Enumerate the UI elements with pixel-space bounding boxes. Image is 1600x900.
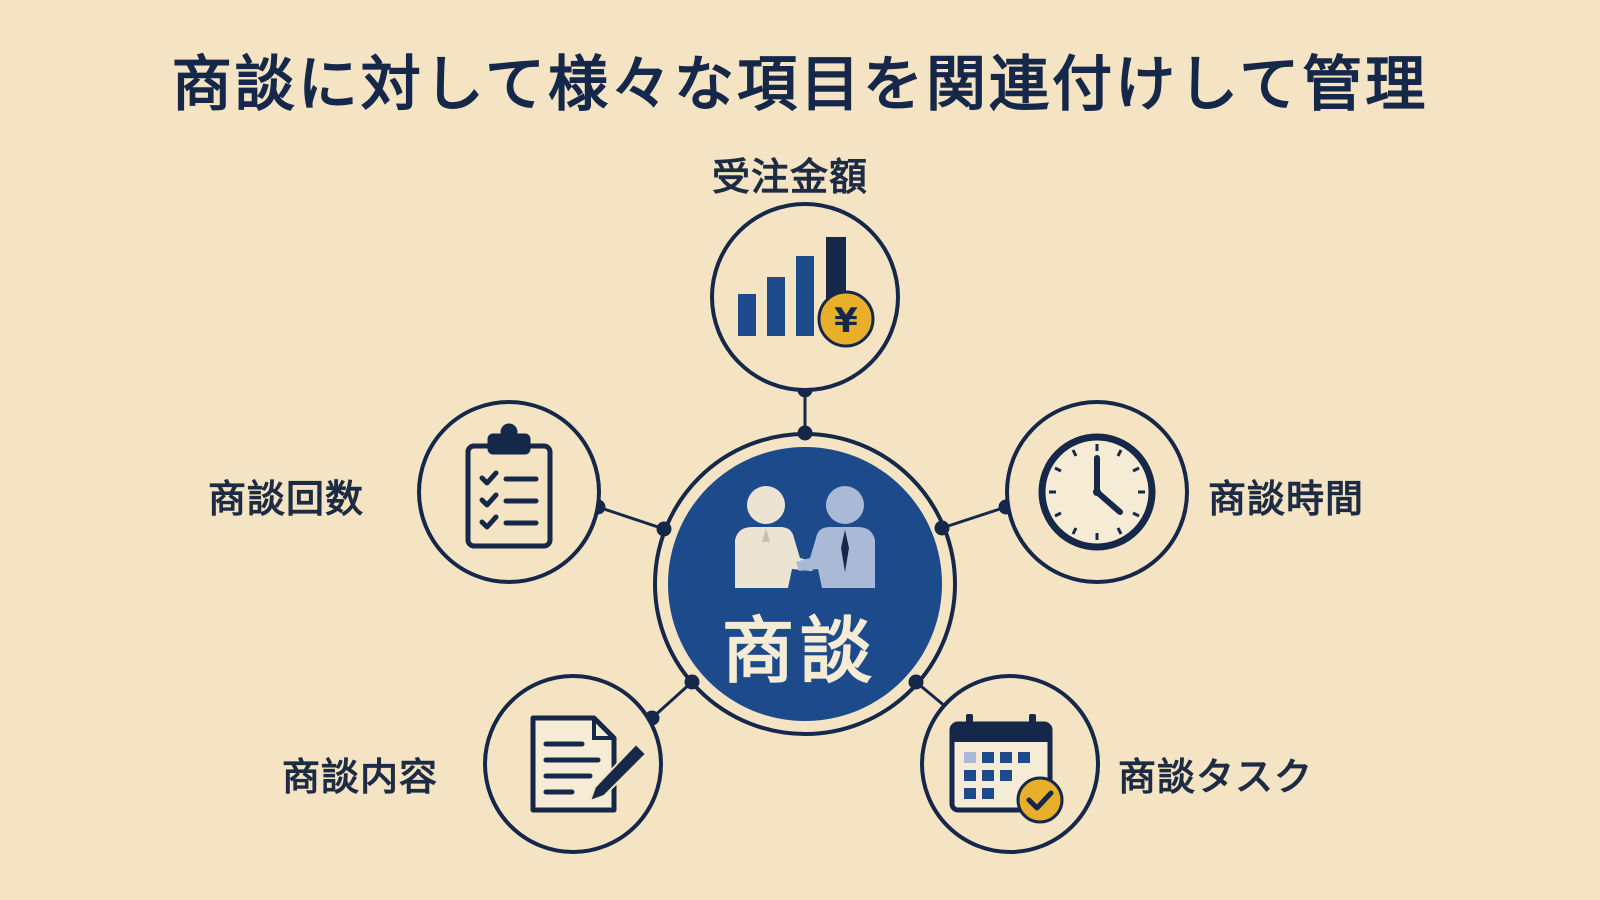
calendar-check-icon	[949, 714, 1064, 824]
connector-left	[597, 505, 665, 531]
node-bottom-right	[920, 674, 1100, 854]
clock-icon	[1038, 433, 1156, 551]
document-pencil-icon	[530, 715, 648, 813]
label-meeting-time: 商談時間	[1208, 477, 1365, 521]
label-order-amount: 受注金額	[712, 155, 869, 199]
node-left	[417, 400, 601, 584]
chart-yen-icon: ¥	[738, 237, 875, 348]
connector-bottom-left	[650, 680, 694, 720]
clipboard-checklist-icon	[465, 423, 553, 549]
label-meeting-count: 商談回数	[208, 477, 365, 521]
node-bottom-left	[483, 674, 663, 854]
label-meeting-content: 商談内容	[282, 755, 439, 799]
connector-right	[941, 505, 1007, 530]
handshake-icon	[735, 486, 875, 588]
center-node	[653, 432, 957, 736]
center-label: 商談	[721, 609, 878, 693]
label-meeting-task: 商談タスク	[1118, 755, 1314, 799]
node-top: ¥	[710, 202, 900, 392]
svg-text:¥: ¥	[834, 301, 858, 341]
node-right	[1005, 400, 1189, 584]
page-title: 商談に対して様々な項目を関連付けして管理	[171, 50, 1429, 120]
